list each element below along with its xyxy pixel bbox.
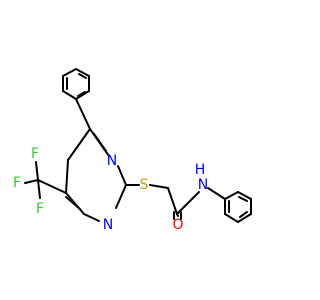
atom-n-amide: N	[198, 177, 208, 193]
bond	[239, 211, 248, 218]
bond	[37, 179, 41, 199]
bond	[65, 159, 69, 194]
atom-n-pyrimidine-top: N	[107, 153, 117, 169]
bond	[224, 191, 239, 200]
atom-f-top: F	[31, 146, 39, 162]
bond	[207, 187, 226, 200]
bond	[24, 179, 39, 184]
molecule-structure: N N S H N O F F F	[13, 68, 252, 233]
structure-canvas: N N S H N O F F F	[13, 68, 252, 233]
bond	[117, 165, 127, 186]
bond	[224, 213, 239, 223]
bond	[237, 213, 252, 223]
bond	[83, 213, 100, 222]
atom-n-pyrimidine-bottom: N	[103, 217, 113, 233]
atom-labels: N N S H N O F F F	[13, 146, 208, 233]
bond	[67, 128, 91, 161]
atom-f-bottom: F	[36, 201, 44, 217]
bond	[75, 90, 90, 100]
bond	[65, 196, 81, 210]
bond	[238, 196, 248, 202]
bond	[75, 68, 90, 77]
bond	[176, 191, 200, 215]
atom-s-thioether: S	[140, 177, 149, 193]
bond	[37, 179, 67, 194]
bond	[35, 161, 39, 181]
bond	[62, 68, 77, 77]
atom-f-left: F	[13, 175, 21, 191]
bond	[115, 184, 127, 209]
bond	[167, 187, 178, 215]
bond	[77, 91, 86, 97]
bond	[62, 90, 77, 100]
bond	[237, 191, 252, 200]
atom-o-carbonyl: O	[172, 217, 183, 233]
bond	[149, 184, 169, 189]
bond	[75, 98, 91, 130]
bonds	[24, 68, 252, 223]
atom-h-amide: H	[195, 162, 206, 178]
bond	[78, 73, 87, 79]
bond	[93, 133, 107, 152]
